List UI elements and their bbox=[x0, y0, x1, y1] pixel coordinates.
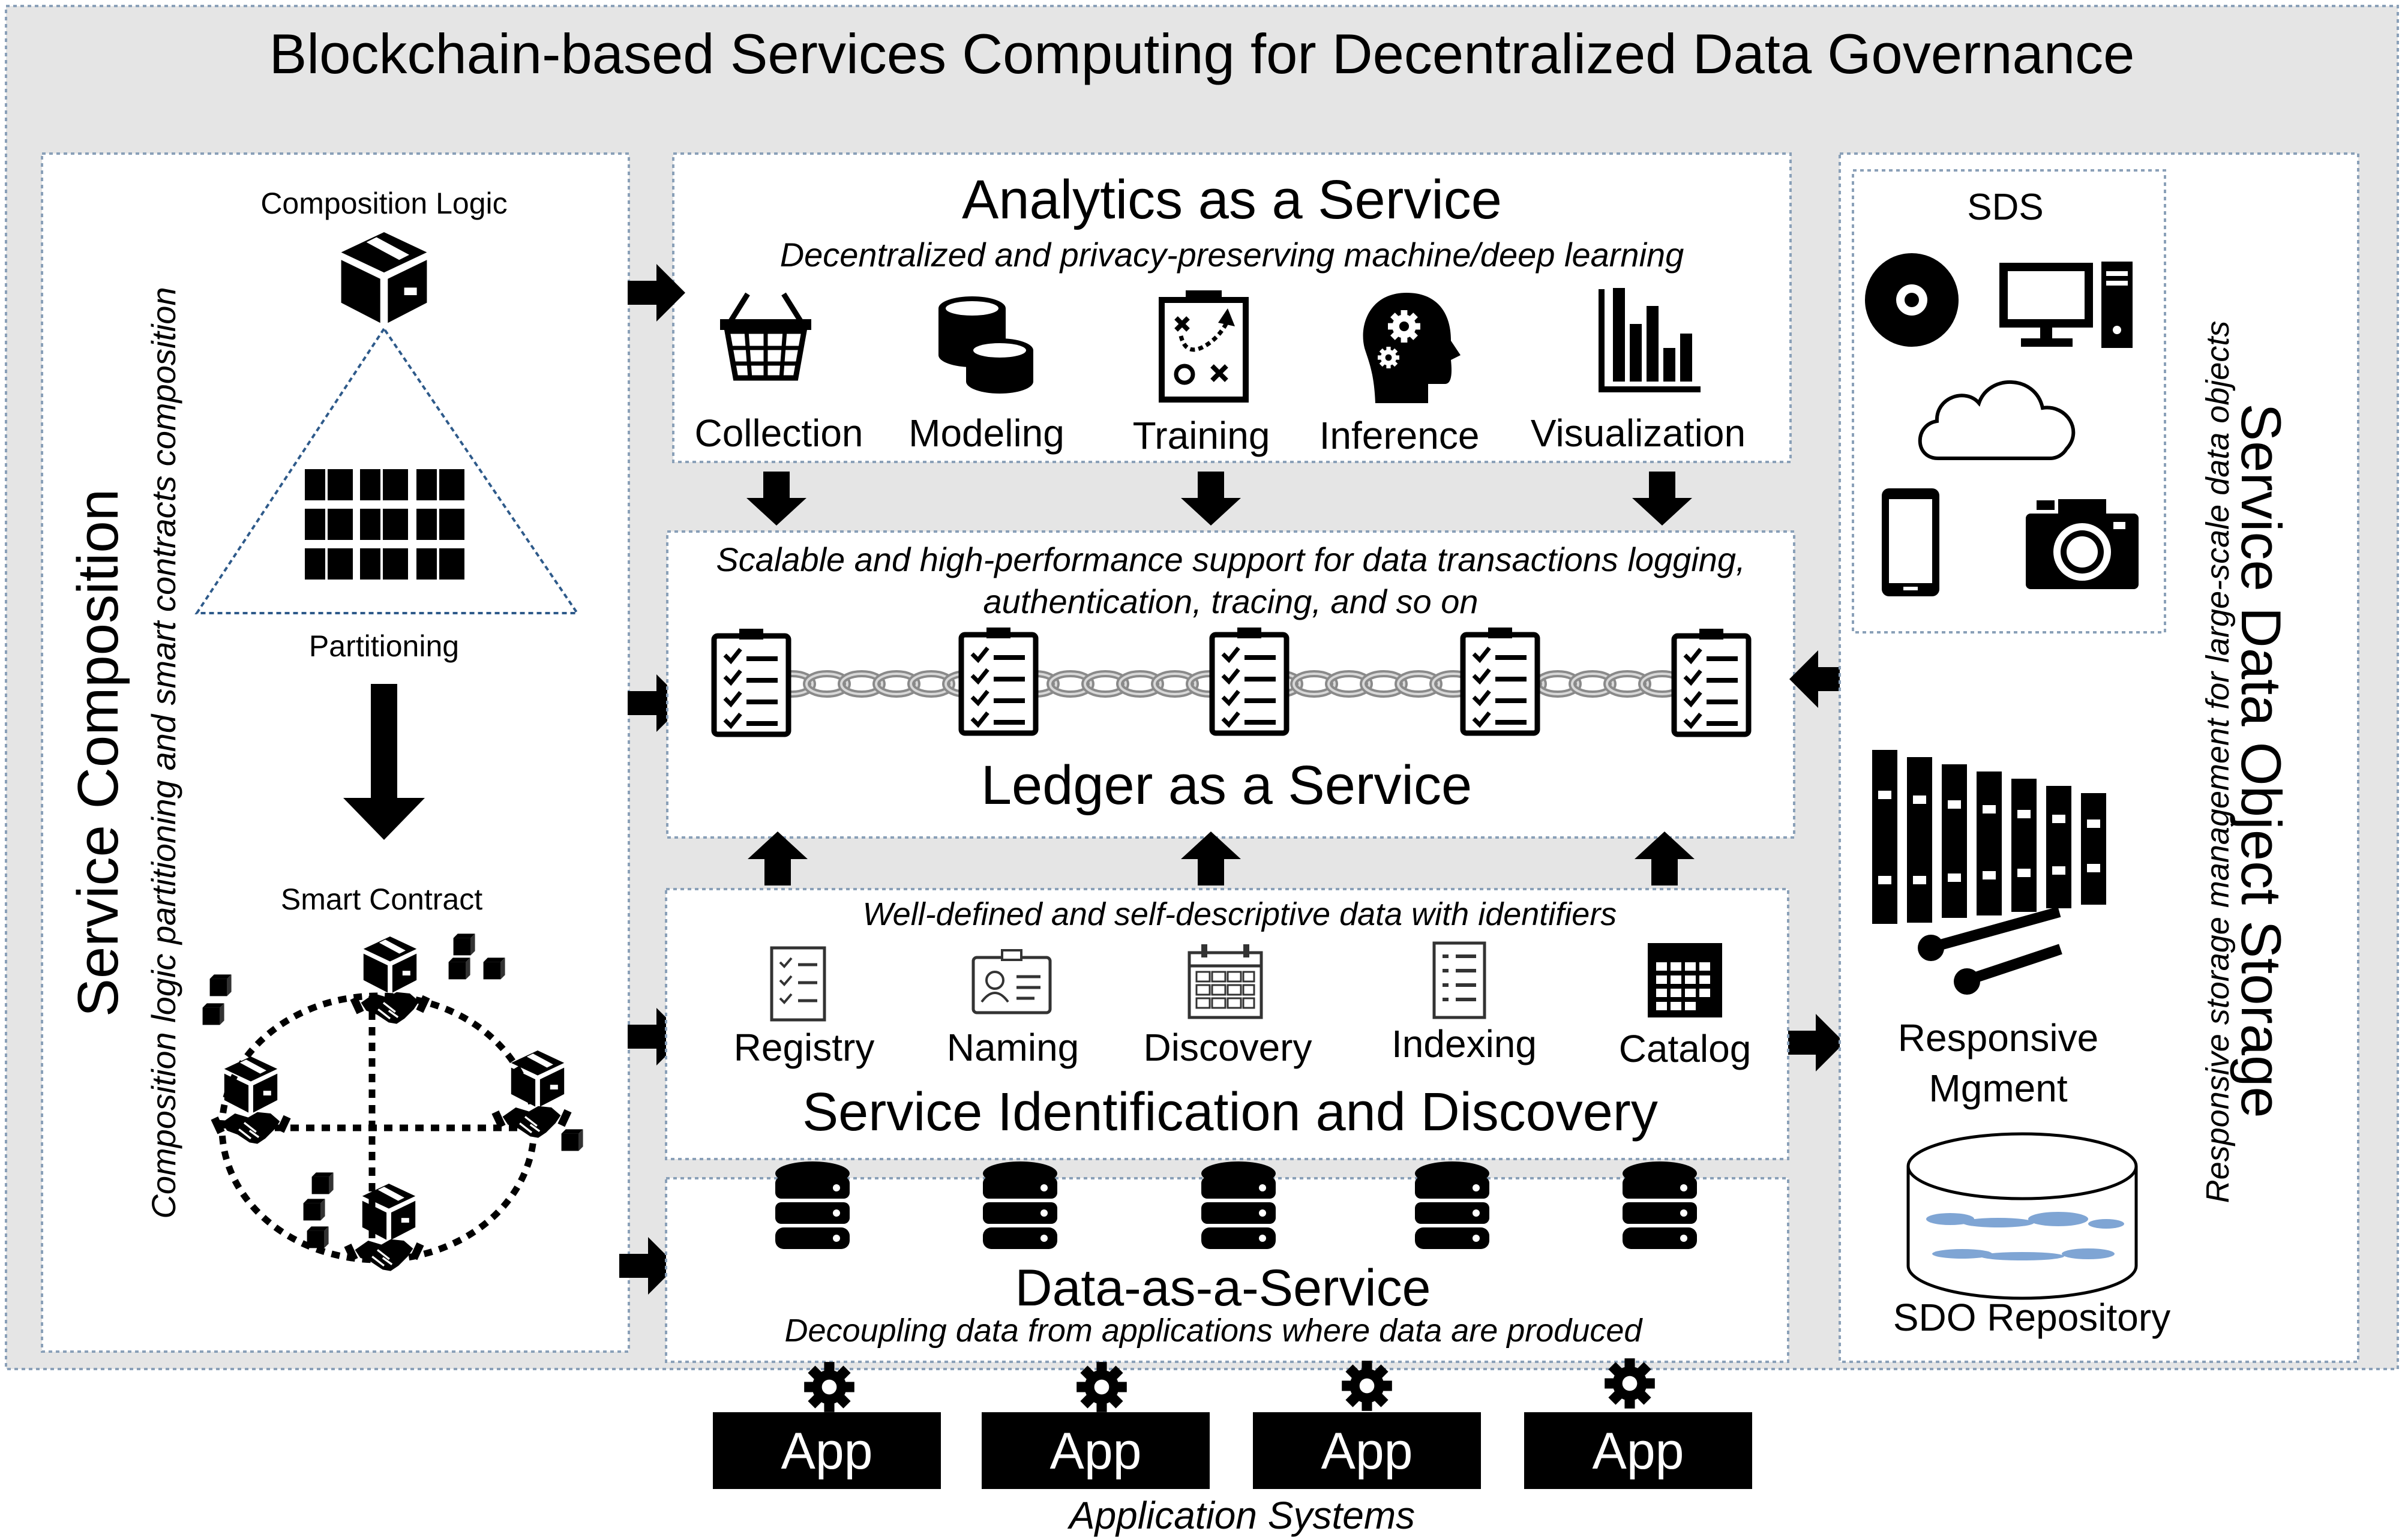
database-icon bbox=[1201, 1161, 1276, 1249]
sid-item-catalog: Catalog bbox=[1619, 1027, 1752, 1070]
sid-item-naming: Naming bbox=[947, 1026, 1079, 1069]
sdo-repository-label: SDO Repository bbox=[1893, 1296, 2170, 1339]
coins-icon bbox=[938, 296, 1033, 394]
partitioning-label: Partitioning bbox=[309, 629, 459, 663]
database-icon bbox=[775, 1161, 850, 1249]
cube-icon bbox=[305, 509, 353, 540]
checklist-icon bbox=[1212, 628, 1287, 733]
analytics-item-visualization: Visualization bbox=[1531, 412, 1746, 455]
sid-item-discovery: Discovery bbox=[1144, 1026, 1312, 1069]
basket-icon bbox=[720, 292, 811, 381]
analytics-title: Analytics as a Service bbox=[962, 169, 1502, 230]
checklist-icon bbox=[770, 946, 826, 1022]
hammer-icon bbox=[1872, 750, 2106, 995]
disc-icon bbox=[1865, 253, 1959, 347]
cube-icon bbox=[416, 509, 464, 540]
service-composition-subheading: Composition logic partitioning and smart… bbox=[145, 287, 182, 1218]
cube-icon bbox=[416, 548, 464, 580]
calendar-icon bbox=[1648, 943, 1722, 1017]
analytics-item-inference: Inference bbox=[1320, 414, 1480, 457]
daas-title: Data-as-a-Service bbox=[1015, 1259, 1431, 1317]
composition-logic-label: Composition Logic bbox=[260, 187, 507, 220]
phone-icon bbox=[1882, 488, 1939, 596]
app-label: App bbox=[1049, 1422, 1141, 1480]
gear-icon bbox=[1605, 1358, 1655, 1409]
ledger-desc-line1: Scalable and high-performance support fo… bbox=[716, 541, 1745, 578]
app-label: App bbox=[781, 1422, 872, 1480]
sid-title: Service Identification and Discovery bbox=[802, 1082, 1658, 1142]
checklist-icon bbox=[961, 628, 1036, 733]
database-icon bbox=[1623, 1161, 1697, 1249]
responsive-label-line2: Mgment bbox=[1929, 1067, 2067, 1110]
database-icon bbox=[983, 1161, 1057, 1249]
cube-icon bbox=[305, 548, 353, 580]
app-box: App bbox=[713, 1412, 941, 1489]
service-composition-panel bbox=[41, 152, 630, 1353]
cube-icon bbox=[360, 469, 408, 500]
application-systems-caption: Application Systems bbox=[1067, 1494, 1415, 1537]
cube-icon bbox=[305, 469, 353, 500]
app-box: App bbox=[1253, 1412, 1481, 1489]
cylinder-icon bbox=[1906, 1132, 2138, 1300]
sid-item-indexing: Indexing bbox=[1392, 1022, 1537, 1065]
app-box: App bbox=[1524, 1412, 1752, 1489]
gear-icon bbox=[1076, 1362, 1127, 1412]
smart-contract-label: Smart Contract bbox=[281, 882, 482, 916]
gear-icon bbox=[1342, 1361, 1392, 1411]
strategy-board-icon bbox=[1159, 290, 1249, 403]
sid-subtitle: Well-defined and self-descriptive data w… bbox=[863, 896, 1617, 932]
database-icon bbox=[1415, 1161, 1489, 1249]
analytics-item-training: Training bbox=[1133, 414, 1270, 457]
daas-subtitle: Decoupling data from applications where … bbox=[785, 1313, 1644, 1349]
diagram-title: Blockchain-based Services Computing for … bbox=[269, 22, 2135, 85]
gear-icon bbox=[804, 1362, 854, 1412]
id-card-icon bbox=[971, 949, 1052, 1014]
down-arrow-large bbox=[343, 684, 425, 840]
checklist-icon bbox=[1674, 629, 1749, 734]
responsive-label-line1: Responsive bbox=[1898, 1016, 2098, 1059]
sid-item-registry: Registry bbox=[734, 1026, 875, 1069]
head-gears-icon bbox=[1363, 293, 1461, 403]
app-label: App bbox=[1592, 1422, 1684, 1480]
partitioned-cubes bbox=[305, 469, 464, 580]
cube-icon bbox=[360, 548, 408, 580]
app-label: App bbox=[1321, 1422, 1413, 1480]
sid-panel bbox=[665, 888, 1789, 1160]
cloud-icon bbox=[1918, 380, 2076, 460]
checklist-icon bbox=[714, 629, 788, 734]
camera-icon bbox=[2026, 499, 2139, 589]
desktop-icon bbox=[1999, 262, 2133, 348]
sds-label: SDS bbox=[1967, 187, 2043, 228]
cube-icon bbox=[360, 509, 408, 540]
document-icon bbox=[1432, 941, 1486, 1019]
service-composition-heading: Service Composition bbox=[66, 489, 130, 1017]
ledger-desc-line2: authentication, tracing, and so on bbox=[983, 583, 1478, 620]
sdos-subheading: Responsive storage management for large-… bbox=[2200, 321, 2236, 1203]
ledger-title: Ledger as a Service bbox=[981, 755, 1472, 816]
analytics-item-modeling: Modeling bbox=[908, 412, 1064, 455]
cube-icon bbox=[416, 469, 464, 500]
analytics-subtitle: Decentralized and privacy-preserving mac… bbox=[780, 236, 1684, 274]
checklist-icon bbox=[1463, 628, 1537, 733]
sdos-heading: Service Data Object Storage bbox=[2230, 403, 2293, 1118]
bar-chart-icon bbox=[1599, 288, 1701, 392]
calendar-icon bbox=[1187, 944, 1263, 1019]
app-box: App bbox=[982, 1412, 1210, 1489]
analytics-item-collection: Collection bbox=[694, 412, 863, 455]
